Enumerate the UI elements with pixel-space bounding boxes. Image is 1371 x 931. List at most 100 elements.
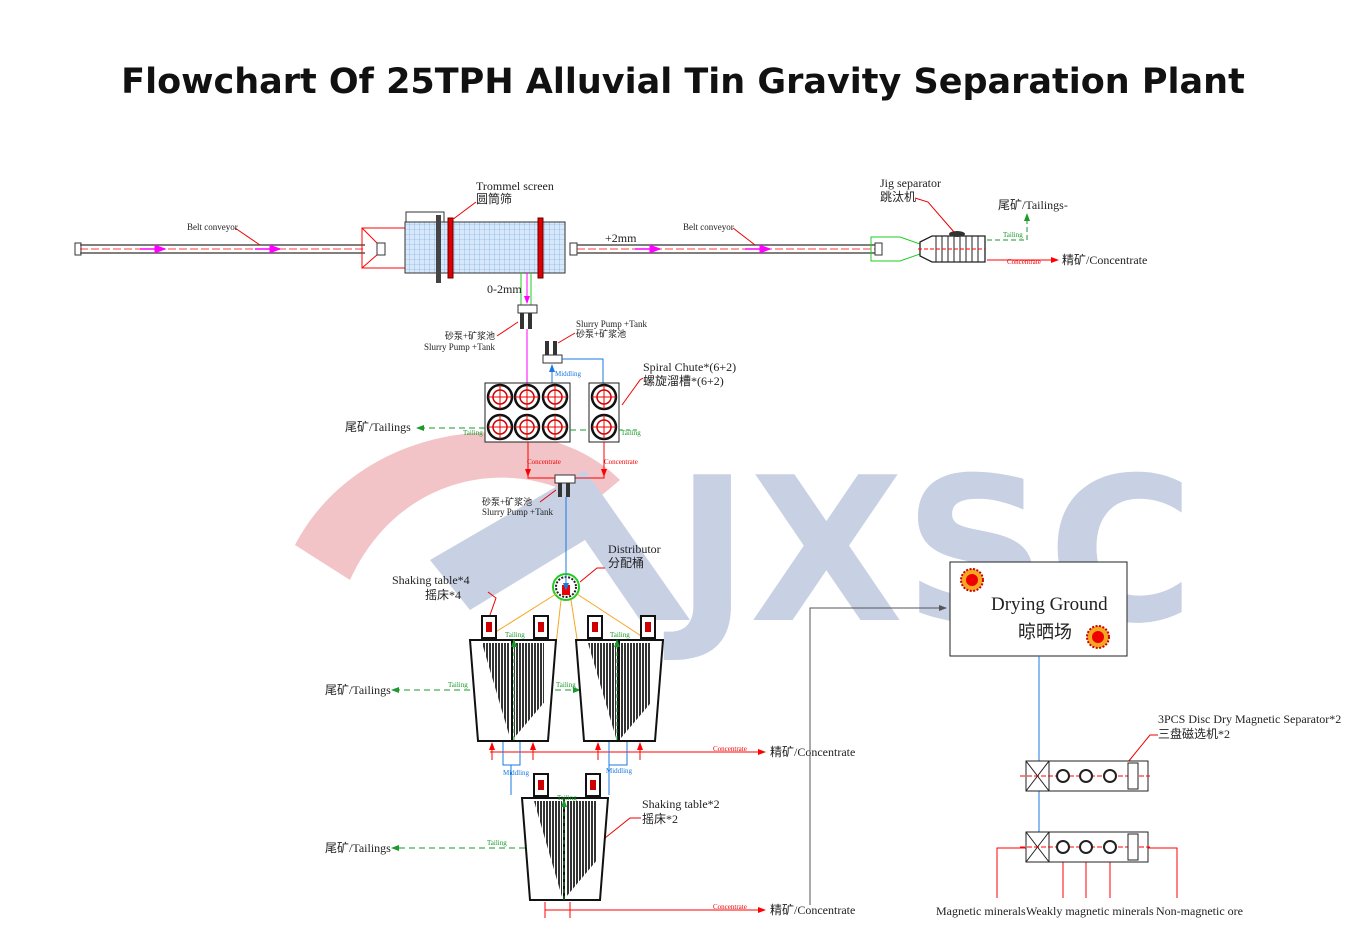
spiral-crosshair bbox=[543, 415, 567, 439]
spiral-conc-small-1: Concentrate bbox=[527, 458, 561, 466]
pump3-label-en: Slurry Pump +Tank bbox=[482, 507, 553, 517]
pump2-label-cn: 砂泵+矿浆池 bbox=[576, 328, 626, 339]
spiral-crosshair bbox=[515, 415, 539, 439]
separator-motor bbox=[1127, 833, 1139, 861]
spiral-chute-unit bbox=[486, 413, 514, 441]
belt-conveyor-1 bbox=[74, 227, 365, 256]
table2-tailings-label: 尾矿/Tailings bbox=[325, 841, 391, 855]
magnetic-disc bbox=[1103, 840, 1117, 854]
spiral-crosshair bbox=[515, 385, 539, 409]
slurry-pump-3 bbox=[539, 474, 576, 574]
magnetic-disc bbox=[1103, 769, 1117, 783]
middling-flow bbox=[502, 742, 628, 795]
spiral-chute-unit bbox=[590, 413, 618, 441]
spiral-crosshair bbox=[592, 415, 616, 439]
table4-tailing-small-1: Tailing bbox=[505, 631, 525, 639]
spiral-label-en: Spiral Chute*(6+2) bbox=[643, 360, 736, 374]
concentrate-to-drying-line bbox=[809, 605, 947, 905]
spiral-tailings-label: 尾矿/Tailings bbox=[345, 420, 411, 434]
spiral-chute-unit bbox=[590, 383, 618, 411]
belt-conveyor-2 bbox=[577, 227, 875, 254]
jig-concentrate-small: Concentrate bbox=[1007, 258, 1041, 266]
table-motor-core bbox=[590, 780, 596, 790]
spiral-tailing-small-2: Tailing bbox=[621, 429, 641, 437]
trommel-label-en: Trommel screen bbox=[476, 179, 554, 193]
magnetic-disc bbox=[1056, 840, 1070, 854]
spiral-crosshair bbox=[488, 415, 512, 439]
belt-conveyor-2-label: Belt conveyor bbox=[683, 222, 734, 232]
shaking-table bbox=[563, 773, 610, 901]
pump3-label-cn: 砂泵+矿浆池 bbox=[482, 496, 532, 507]
table2-conc-small: Concentrate bbox=[713, 903, 747, 911]
spiral-crosshair bbox=[488, 385, 512, 409]
magsep-label-en: 3PCS Disc Dry Magnetic Separator*2 bbox=[1158, 712, 1341, 726]
spiral-chute-unit bbox=[513, 413, 541, 441]
table2-label-cn: 摇床*2 bbox=[642, 812, 678, 826]
page-title: Flowchart Of 25TPH Alluvial Tin Gravity … bbox=[121, 62, 1245, 102]
table-motor-core bbox=[538, 622, 544, 632]
watermark-arc bbox=[295, 432, 620, 580]
jig-label-cn: 跳汰机 bbox=[880, 190, 916, 204]
table2-tailing-small-2: Tailing bbox=[487, 839, 507, 847]
shaking-tables-2 bbox=[391, 773, 766, 918]
middling-label-2: Middling bbox=[503, 769, 530, 777]
magnetic-disc bbox=[1079, 769, 1093, 783]
pump1-label-cn: 砂泵+矿浆池 bbox=[445, 330, 495, 341]
spiral-crosshair bbox=[543, 385, 567, 409]
spiral-label-cn: 螺旋溜槽*(6+2) bbox=[643, 373, 724, 388]
spiral-tailing-small-1: Tailing bbox=[463, 429, 483, 437]
sun-icon bbox=[960, 568, 984, 592]
table-riffles bbox=[514, 643, 544, 738]
middling-label-1: Middling bbox=[555, 370, 582, 378]
table4-tailing-small-4: Tailing bbox=[556, 681, 576, 689]
trommel-label-cn: 圆筒筛 bbox=[476, 191, 512, 206]
table2-label-en: Shaking table*2 bbox=[642, 797, 720, 811]
magnetic-separators bbox=[996, 656, 1178, 898]
slurry-pump-2 bbox=[542, 332, 604, 388]
table4-concentrate-label: 精矿/Concentrate bbox=[770, 745, 855, 759]
magnetic-disc bbox=[1079, 840, 1093, 854]
belt-conveyor-1-label: Belt conveyor bbox=[187, 222, 238, 232]
table-motor-core bbox=[486, 622, 492, 632]
spiral-chute-unit bbox=[541, 383, 569, 411]
shaking-tables-4 bbox=[391, 591, 766, 760]
separator-motor bbox=[1127, 762, 1139, 790]
table4-label-en: Shaking table*4 bbox=[392, 573, 470, 587]
magnetic-separator-unit bbox=[1020, 831, 1150, 863]
table-riffles bbox=[482, 643, 510, 738]
middling-label-3: Middling bbox=[606, 767, 633, 775]
table4-tailing-small-3: Tailing bbox=[448, 681, 468, 689]
table-riffles bbox=[566, 801, 596, 897]
undersize-flow bbox=[496, 273, 538, 388]
sun-icon bbox=[1086, 625, 1110, 649]
output-weakly-magnetic-label: Weakly magnetic minerals bbox=[1026, 904, 1154, 918]
output-magnetic-label: Magnetic minerals bbox=[936, 904, 1026, 918]
trommel-screen bbox=[361, 201, 578, 283]
pump2-label-en: Slurry Pump +Tank bbox=[576, 319, 647, 329]
spiral-chute-unit bbox=[486, 383, 514, 411]
magsep-label-cn: 三盘磁选机*2 bbox=[1158, 726, 1230, 741]
table4-tailings-label: 尾矿/Tailings bbox=[325, 683, 391, 697]
table-riffles bbox=[621, 643, 651, 738]
table-motor-core bbox=[538, 780, 544, 790]
jig-tailings-label: 尾矿/Tailings- bbox=[998, 198, 1068, 212]
spiral-conc-small-2: Concentrate bbox=[604, 458, 638, 466]
spiral-chute-unit bbox=[541, 413, 569, 441]
table4-tailing-small-2: Tailing bbox=[610, 631, 630, 639]
magnetic-separator-unit bbox=[1020, 760, 1150, 792]
jig-tailing-small: Tailing bbox=[1003, 231, 1023, 239]
pump1-label-en: Slurry Pump +Tank bbox=[424, 342, 495, 352]
table4-conc-small: Concentrate bbox=[713, 745, 747, 753]
distributor bbox=[474, 567, 656, 646]
table2-concentrate-label: 精矿/Concentrate bbox=[770, 903, 855, 917]
jig-label-en: Jig separator bbox=[880, 176, 941, 190]
spiral-chutes bbox=[416, 377, 644, 479]
shaking-table bbox=[520, 773, 565, 901]
oversize-label: +2mm bbox=[605, 231, 637, 245]
spiral-chute-unit bbox=[513, 383, 541, 411]
undersize-label: 0-2mm bbox=[487, 282, 522, 296]
table-riffles bbox=[588, 643, 616, 738]
shaking-table bbox=[511, 615, 558, 742]
drying-label-en: Drying Ground bbox=[991, 594, 1108, 615]
